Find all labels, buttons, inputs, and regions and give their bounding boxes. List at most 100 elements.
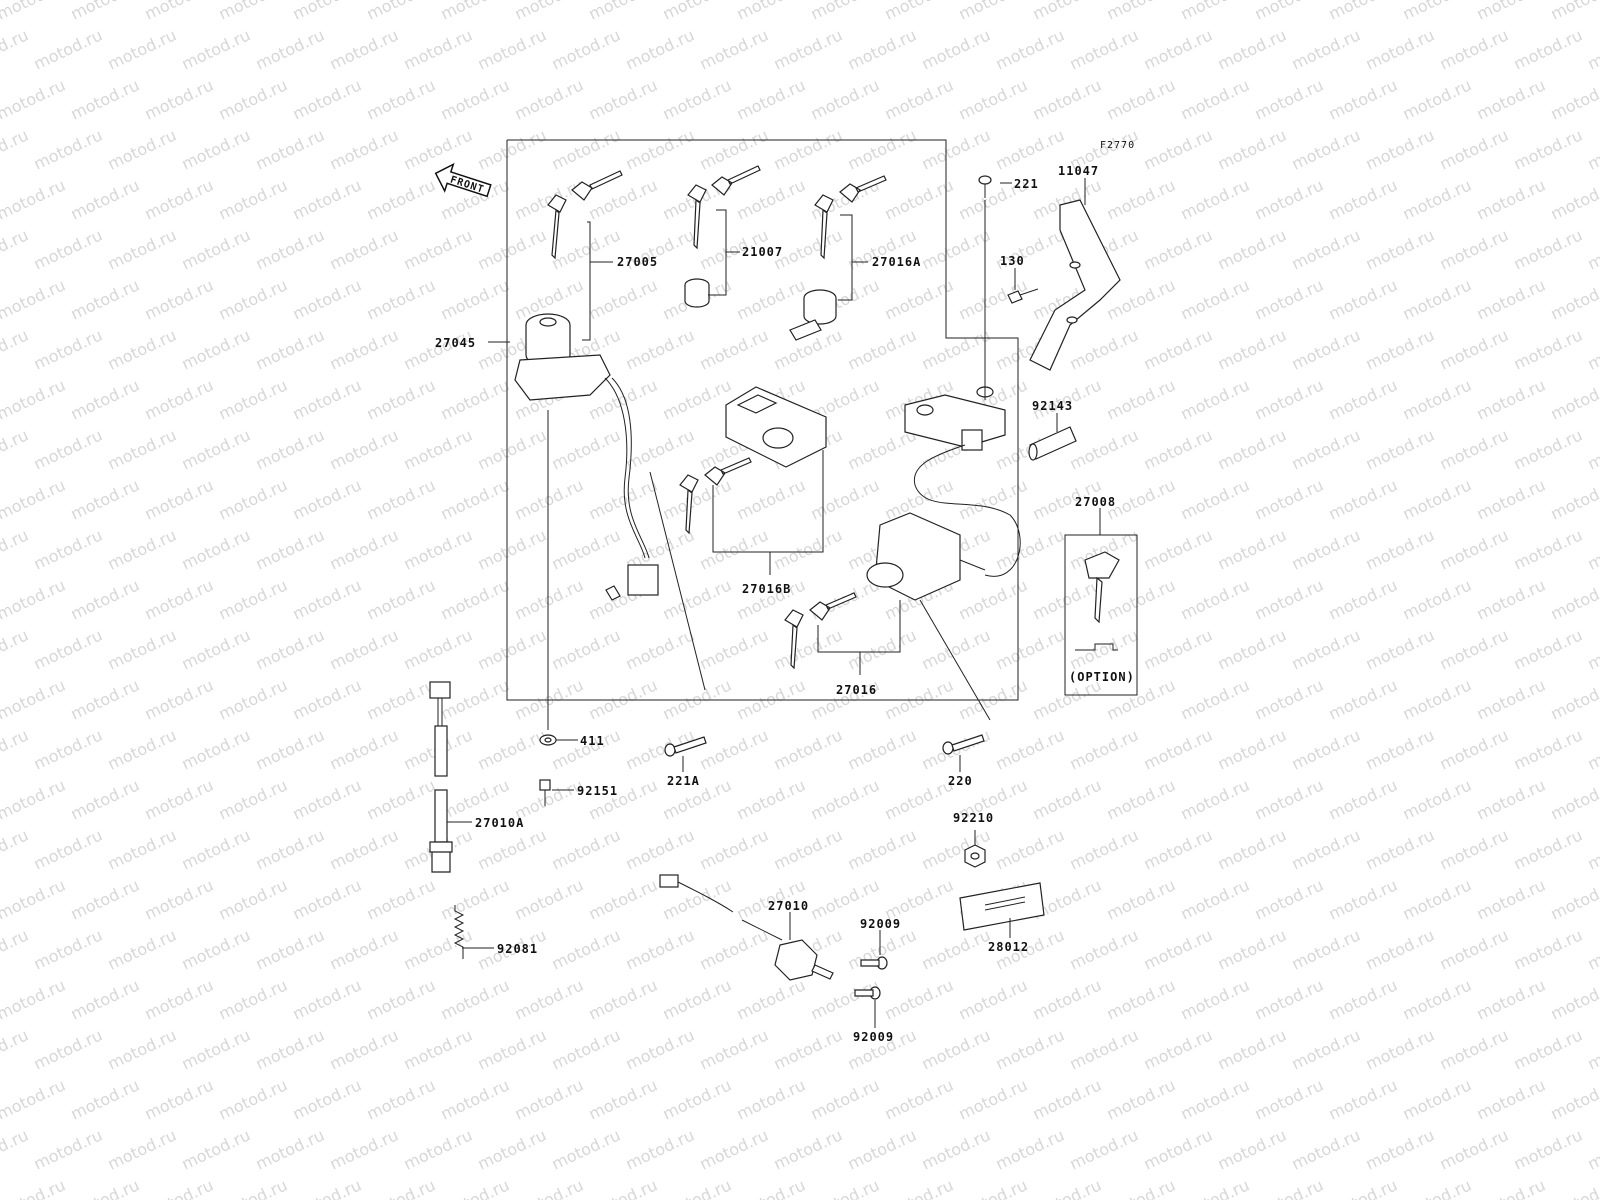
watermark-text: motod.ru bbox=[1215, 25, 1290, 73]
watermark-text: motod.ru bbox=[438, 1175, 513, 1200]
watermark-text: motod.ru bbox=[1511, 1025, 1586, 1073]
watermark-text: motod.ru bbox=[734, 175, 809, 223]
watermark-text: motod.ru bbox=[1141, 425, 1216, 473]
watermark-text: motod.ru bbox=[1400, 475, 1475, 523]
watermark-text: motod.ru bbox=[1585, 125, 1600, 173]
watermark-text: motod.ru bbox=[1215, 225, 1290, 273]
watermark-text: motod.ru bbox=[1141, 725, 1216, 773]
part-label-11047: 11047 bbox=[1058, 164, 1099, 178]
watermark-text: motod.ru bbox=[1030, 75, 1105, 123]
watermark-text: motod.ru bbox=[845, 1125, 920, 1173]
watermark-text: motod.ru bbox=[1252, 675, 1327, 723]
lock-cylinder-27016A-icon bbox=[789, 289, 837, 341]
watermark-text: motod.ru bbox=[1215, 725, 1290, 773]
watermark-text: motod.ru bbox=[586, 0, 661, 24]
watermark-text: motod.ru bbox=[142, 1175, 217, 1200]
watermark-text: motod.ru bbox=[1511, 125, 1586, 173]
lock-cylinder-21007-icon bbox=[684, 278, 710, 308]
key-pair-27016-icon bbox=[784, 592, 857, 670]
watermark-text: motod.ru bbox=[808, 975, 883, 1023]
part-label-92210: 92210 bbox=[953, 811, 994, 825]
watermark-text: motod.ru bbox=[1437, 625, 1512, 673]
watermark-text: motod.ru bbox=[179, 725, 254, 773]
watermark-text: motod.ru bbox=[1363, 425, 1438, 473]
part-label-130: 130 bbox=[1000, 254, 1025, 268]
watermark-text: motod.ru bbox=[0, 25, 31, 73]
mounting-bracket-icon bbox=[1029, 199, 1121, 371]
watermark-text: motod.ru bbox=[1067, 325, 1142, 373]
watermark-text: motod.ru bbox=[734, 775, 809, 823]
watermark-text: motod.ru bbox=[179, 825, 254, 873]
watermark-text: motod.ru bbox=[623, 1025, 698, 1073]
bolt-92009-upper-icon bbox=[860, 956, 888, 970]
collar-icon bbox=[1028, 426, 1077, 461]
watermark-text: motod.ru bbox=[105, 825, 180, 873]
watermark-text: motod.ru bbox=[1178, 975, 1253, 1023]
watermark-text: motod.ru bbox=[401, 925, 476, 973]
watermark-text: motod.ru bbox=[1252, 0, 1327, 24]
watermark-text: motod.ru bbox=[327, 125, 402, 173]
watermark-text: motod.ru bbox=[290, 1175, 365, 1200]
watermark-text: motod.ru bbox=[253, 525, 328, 573]
watermark-text: motod.ru bbox=[771, 525, 846, 573]
watermark-text: motod.ru bbox=[771, 725, 846, 773]
watermark-text: motod.ru bbox=[845, 25, 920, 73]
watermark-text: motod.ru bbox=[1474, 575, 1549, 623]
watermark-text: motod.ru bbox=[1252, 375, 1327, 423]
watermark-text: motod.ru bbox=[956, 1175, 1031, 1200]
watermark-text: motod.ru bbox=[1178, 75, 1253, 123]
watermark-text: motod.ru bbox=[697, 1025, 772, 1073]
watermark-text: motod.ru bbox=[327, 425, 402, 473]
watermark-text: motod.ru bbox=[1326, 1075, 1401, 1123]
watermark-text: motod.ru bbox=[1548, 475, 1600, 523]
watermark-text: motod.ru bbox=[142, 275, 217, 323]
watermark-text: motod.ru bbox=[253, 1025, 328, 1073]
watermark-text: motod.ru bbox=[216, 375, 291, 423]
watermark-text: motod.ru bbox=[253, 825, 328, 873]
watermark-text: motod.ru bbox=[1067, 725, 1142, 773]
watermark-text: motod.ru bbox=[1141, 125, 1216, 173]
watermark-text: motod.ru bbox=[845, 825, 920, 873]
watermark-text: motod.ru bbox=[142, 975, 217, 1023]
watermark-text: motod.ru bbox=[179, 425, 254, 473]
watermark-text: motod.ru bbox=[364, 375, 439, 423]
watermark-text: motod.ru bbox=[142, 775, 217, 823]
watermark-text: motod.ru bbox=[1067, 925, 1142, 973]
watermark-text: motod.ru bbox=[290, 475, 365, 523]
watermark-text: motod.ru bbox=[1437, 25, 1512, 73]
watermark-text: motod.ru bbox=[327, 825, 402, 873]
watermark-text: motod.ru bbox=[771, 625, 846, 673]
watermark-text: motod.ru bbox=[364, 1175, 439, 1200]
watermark-text: motod.ru bbox=[105, 1025, 180, 1073]
watermark-text: motod.ru bbox=[105, 625, 180, 673]
watermark-text: motod.ru bbox=[1030, 975, 1105, 1023]
watermark-text: motod.ru bbox=[1252, 175, 1327, 223]
watermark-text: motod.ru bbox=[1178, 175, 1253, 223]
watermark-text: motod.ru bbox=[142, 175, 217, 223]
watermark-text: motod.ru bbox=[512, 0, 587, 24]
watermark-text: motod.ru bbox=[1215, 625, 1290, 673]
part-label-27016B: 27016B bbox=[742, 582, 791, 596]
watermark-text: motod.ru bbox=[512, 875, 587, 923]
screw-221-icon bbox=[978, 175, 992, 198]
label-plate-28012-icon bbox=[959, 882, 1045, 931]
watermark-text: motod.ru bbox=[1474, 1175, 1549, 1200]
watermark-text: motod.ru bbox=[956, 975, 1031, 1023]
watermark-text: motod.ru bbox=[0, 575, 68, 623]
watermark-text: motod.ru bbox=[1400, 75, 1475, 123]
watermark-text: motod.ru bbox=[142, 575, 217, 623]
part-label-411: 411 bbox=[580, 734, 605, 748]
watermark-text: motod.ru bbox=[68, 375, 143, 423]
watermark-text: motod.ru bbox=[1252, 775, 1327, 823]
watermark-text: motod.ru bbox=[660, 75, 735, 123]
watermark-text: motod.ru bbox=[31, 25, 106, 73]
watermark-text: motod.ru bbox=[549, 725, 624, 773]
watermark-text: motod.ru bbox=[31, 925, 106, 973]
watermark-text: motod.ru bbox=[475, 425, 550, 473]
watermark-text: motod.ru bbox=[1511, 425, 1586, 473]
watermark-text: motod.ru bbox=[1289, 1125, 1364, 1173]
watermark-text: motod.ru bbox=[31, 425, 106, 473]
watermark-text: motod.ru bbox=[1289, 725, 1364, 773]
part-label-27016A: 27016A bbox=[872, 255, 921, 269]
watermark-text: motod.ru bbox=[1178, 675, 1253, 723]
